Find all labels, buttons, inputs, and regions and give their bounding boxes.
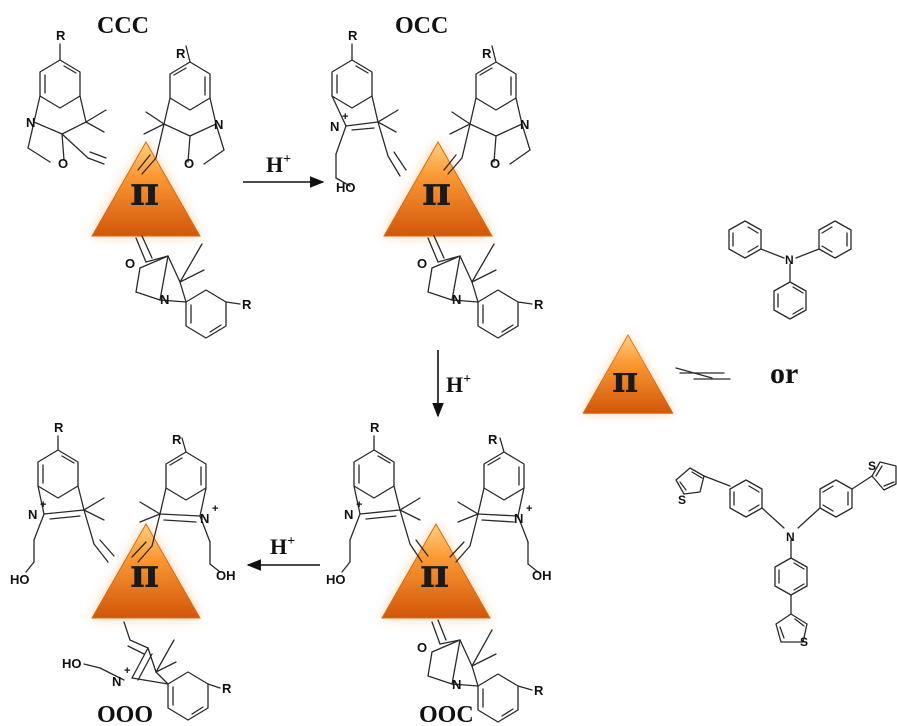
pi-core-triangle-icon: π xyxy=(382,524,490,618)
svg-text:O: O xyxy=(490,156,500,171)
svg-text:R: R xyxy=(534,683,544,698)
pi-core-triangle-icon: π xyxy=(92,142,200,236)
state-label-ooc: OOC xyxy=(419,702,474,726)
pi-core-triangle-icon: π xyxy=(384,142,492,236)
or-label: or xyxy=(770,357,798,390)
svg-text:OH: OH xyxy=(532,568,552,583)
arrow-ccc-to-occ: H+ xyxy=(243,152,325,188)
molecule-ooo: π R N + HO xyxy=(10,420,236,721)
svg-text:N: N xyxy=(200,511,209,526)
svg-text:N: N xyxy=(112,674,121,689)
svg-text:+: + xyxy=(356,499,362,511)
svg-text:H+: H+ xyxy=(270,534,295,559)
svg-text:N: N xyxy=(28,507,37,522)
svg-text:N: N xyxy=(330,119,339,134)
svg-text:R: R xyxy=(56,28,66,43)
svg-text:O: O xyxy=(184,156,194,171)
svg-text:N: N xyxy=(214,117,223,132)
svg-text:HO: HO xyxy=(10,572,30,587)
svg-text:π: π xyxy=(422,168,451,215)
svg-text:H+: H+ xyxy=(266,152,291,177)
molecule-ccc: π R N O R xyxy=(26,28,252,339)
svg-text:+: + xyxy=(40,499,46,511)
svg-text:π: π xyxy=(130,550,159,597)
svg-text:HO: HO xyxy=(336,180,356,195)
svg-text:R: R xyxy=(534,297,544,312)
arrow-ooc-to-ooo: H+ xyxy=(246,534,320,571)
state-label-ooo: OOO xyxy=(97,702,153,726)
svg-text:R: R xyxy=(172,432,182,447)
arrow-occ-to-ooc: H+ xyxy=(432,350,471,418)
svg-text:N: N xyxy=(514,511,523,526)
svg-text:N: N xyxy=(26,115,35,130)
molecule-occ: π R N + HO xyxy=(330,28,544,339)
reagent-charge: + xyxy=(287,534,295,549)
state-label-ccc: CCC xyxy=(97,13,149,39)
reagent-charge: + xyxy=(283,152,291,167)
svg-text:O: O xyxy=(417,256,427,271)
pi-core-triangle-icon: π xyxy=(583,335,673,413)
svg-text:N: N xyxy=(786,530,795,544)
svg-text:N: N xyxy=(520,117,529,132)
svg-text:R: R xyxy=(242,297,252,312)
triple-bond-icon xyxy=(675,367,731,380)
svg-text:N: N xyxy=(452,677,461,692)
reagent-charge: + xyxy=(463,372,471,387)
svg-text:π: π xyxy=(130,168,159,215)
svg-text:HO: HO xyxy=(62,656,82,671)
svg-text:HO: HO xyxy=(326,572,346,587)
svg-text:OH: OH xyxy=(216,568,236,583)
svg-text:R: R xyxy=(176,46,186,61)
svg-text:+: + xyxy=(124,665,130,677)
svg-text:R: R xyxy=(488,432,498,447)
svg-text:R: R xyxy=(54,420,64,435)
pi-core-legend: π N xyxy=(583,220,897,649)
svg-text:R: R xyxy=(482,46,492,61)
svg-text:S: S xyxy=(868,459,876,473)
svg-text:H+: H+ xyxy=(446,372,471,397)
svg-text:π: π xyxy=(420,550,449,597)
reagent-proton: H xyxy=(446,372,463,397)
svg-text:π: π xyxy=(612,359,638,401)
svg-text:N: N xyxy=(452,292,461,307)
svg-text:+: + xyxy=(526,503,532,515)
svg-text:+: + xyxy=(342,111,348,123)
svg-text:S: S xyxy=(678,493,686,507)
triphenylamine-icon xyxy=(728,220,852,320)
molecule-ooc: π R N + HO xyxy=(326,420,552,723)
state-label-occ: OCC xyxy=(395,13,448,39)
svg-text:R: R xyxy=(222,681,232,696)
svg-text:O: O xyxy=(58,156,68,171)
pi-core-triangle-icon: π xyxy=(92,524,200,618)
svg-text:N: N xyxy=(785,253,794,267)
reagent-proton: H xyxy=(266,152,283,177)
svg-text:+: + xyxy=(212,503,218,515)
svg-text:N: N xyxy=(344,507,353,522)
svg-text:O: O xyxy=(125,256,135,271)
reagent-proton: H xyxy=(270,534,287,559)
svg-text:R: R xyxy=(348,28,358,43)
svg-text:R: R xyxy=(370,420,380,435)
tris-thienylphenyl-amine-icon xyxy=(675,461,897,643)
svg-text:N: N xyxy=(160,292,169,307)
svg-text:O: O xyxy=(417,640,427,655)
svg-text:S: S xyxy=(800,635,808,649)
